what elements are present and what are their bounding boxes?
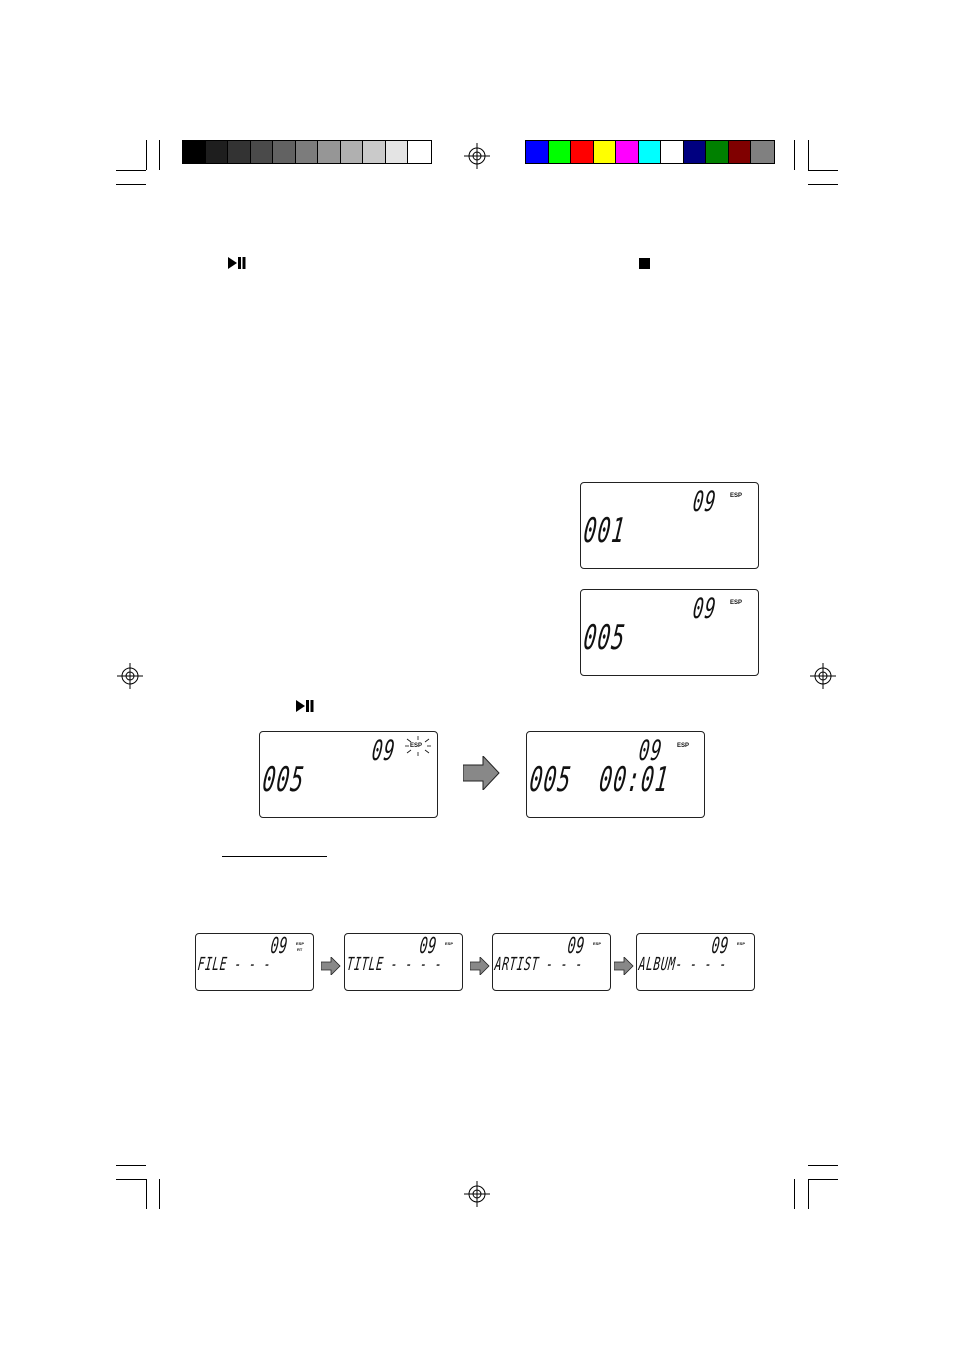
calibration-swatch [706, 141, 729, 163]
calibration-swatch [548, 141, 572, 163]
crop-mark [808, 170, 838, 171]
stop-icon [639, 258, 650, 269]
lcd-info-panel-file: 09 ESP RT FILE - - - [195, 933, 314, 991]
lcd-main-readout: 001 [581, 511, 628, 551]
lcd-main-readout: 005 00:01 [527, 760, 672, 800]
lcd-esp-indicator: ESP [677, 743, 690, 749]
lcd-esp-indicator: ESP [410, 743, 423, 749]
arrow-right-icon [463, 756, 500, 790]
calibration-swatch [593, 141, 617, 163]
lcd-track-number: 09 [370, 734, 398, 767]
calibration-swatch [638, 141, 662, 163]
lcd-info-panel-title: 09 ESP TITLE - - - - [344, 933, 463, 991]
registration-crosshair-icon [464, 143, 490, 169]
lcd-display-panel: 09 ESP 001 [580, 482, 759, 569]
calibration-swatch [408, 141, 431, 163]
crop-mark [116, 1165, 146, 1166]
lcd-esp-indicator: ESP [593, 941, 602, 946]
crop-mark [808, 1165, 838, 1166]
calibration-swatch [295, 141, 319, 163]
crop-mark [808, 184, 838, 185]
lcd-esp-indicator: ESP [730, 493, 743, 499]
crop-mark [794, 140, 795, 170]
calibration-swatch [318, 141, 341, 163]
lcd-main-readout: ALBUM- - - - [637, 954, 729, 975]
lcd-main-readout: TITLE - - - - [345, 954, 444, 975]
heading-underline [222, 856, 327, 857]
calibration-swatch [385, 141, 409, 163]
lcd-rt-indicator: RT [297, 947, 303, 952]
arrow-right-icon [470, 957, 490, 975]
lcd-main-readout: 005 [581, 618, 628, 658]
registration-crosshair-icon [810, 663, 836, 689]
lcd-display-panel: 09 ESP 005 00:01 [526, 731, 705, 818]
lcd-esp-indicator: ESP [296, 941, 305, 946]
crop-mark [159, 140, 160, 170]
lcd-track-number: 09 [269, 934, 290, 959]
lcd-main-readout: 005 [260, 760, 307, 800]
color-calibration-bar [525, 140, 775, 164]
calibration-swatch [728, 141, 752, 163]
crop-mark [146, 1179, 147, 1209]
crop-mark [794, 1179, 795, 1209]
calibration-swatch [751, 141, 774, 163]
calibration-swatch [661, 141, 684, 163]
flashing-indicator-icon [405, 736, 431, 756]
crop-mark [116, 1179, 146, 1180]
calibration-swatch [273, 141, 296, 163]
registration-crosshair-icon [464, 1181, 490, 1207]
lcd-esp-indicator: ESP [445, 941, 454, 946]
crop-mark [146, 140, 147, 170]
calibration-swatch [205, 141, 229, 163]
arrow-right-icon [614, 957, 634, 975]
lcd-esp-indicator: ESP [730, 600, 743, 606]
registration-crosshair-icon [117, 663, 143, 689]
lcd-main-readout: FILE - - - [196, 954, 273, 975]
lcd-track-number: 09 [691, 485, 719, 518]
calibration-swatch [683, 141, 707, 163]
crop-mark [116, 170, 146, 171]
crop-mark [159, 1179, 160, 1209]
grayscale-calibration-bar [182, 140, 432, 164]
lcd-esp-indicator: ESP [737, 941, 746, 946]
play-pause-icon [228, 257, 246, 269]
arrow-right-icon [321, 957, 341, 975]
crop-mark [808, 1179, 838, 1180]
lcd-display-panel: 09 ESP 005 [259, 731, 438, 818]
calibration-swatch [340, 141, 364, 163]
play-pause-icon [296, 700, 314, 712]
lcd-info-panel-album: 09 ESP ALBUM- - - - [636, 933, 755, 991]
calibration-swatch [616, 141, 639, 163]
lcd-track-number: 09 [691, 592, 719, 625]
calibration-swatch [526, 141, 549, 163]
crop-mark [808, 1179, 809, 1209]
calibration-swatch [250, 141, 274, 163]
crop-mark [116, 184, 146, 185]
lcd-main-readout: ARTIST - - - [493, 954, 585, 975]
calibration-swatch [228, 141, 251, 163]
lcd-display-panel: 09 ESP 005 [580, 589, 759, 676]
lcd-info-panel-artist: 09 ESP ARTIST - - - [492, 933, 611, 991]
calibration-swatch [183, 141, 206, 163]
crop-mark [808, 140, 809, 170]
calibration-swatch [571, 141, 594, 163]
calibration-swatch [363, 141, 386, 163]
